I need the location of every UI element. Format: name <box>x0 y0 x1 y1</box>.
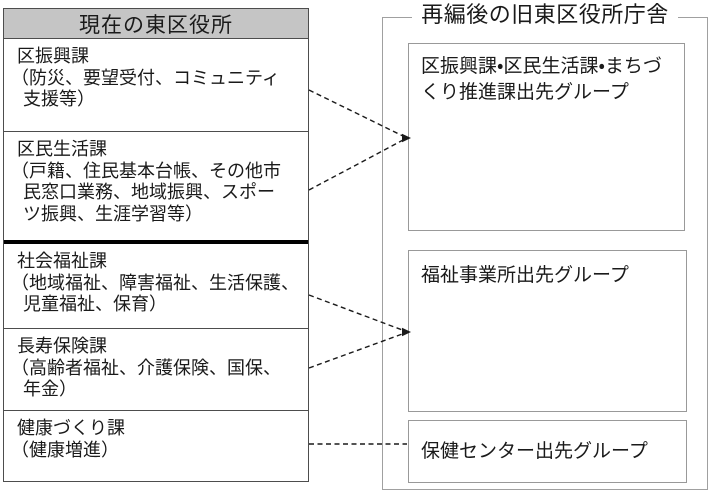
dept-detail-line: 民窓口業務、地域振興、スポー <box>23 182 275 202</box>
dept-row-chouju-hoken: 長寿保険課 （高齢者福祉、介護保険、国保、 年金） <box>4 329 308 411</box>
dept-row-kenkou-zukuri: 健康づくり課 （健康増進） <box>4 411 308 481</box>
dept-detail-line: （防災、要望受付、コミュニティ <box>11 67 280 88</box>
dept-detail-line: （高齢者福祉、介護保険、国保、 <box>11 357 281 378</box>
current-office-header: 現在の東区役所 <box>4 9 308 39</box>
dept-name: 区振興課 <box>17 46 89 66</box>
reorganized-building-title: 再編後の旧東区役所庁舎 <box>412 1 678 28</box>
dept-detail-line: 児童福祉、保育） <box>23 294 167 314</box>
dept-name: 長寿保険課 <box>17 336 107 356</box>
dept-name: 区民生活課 <box>17 139 107 159</box>
dept-detail-line: 支援等） <box>23 89 95 109</box>
group-box-hoken-center: 保健センター出先グループ <box>408 420 687 483</box>
dept-row-shakai-fukushi: 社会福祉課 （地域福祉、障害福祉、生活保護、 児童福祉、保育） <box>4 244 308 329</box>
group-label: 福祉事業所出先グループ <box>421 265 629 286</box>
reorganized-building-title-wrap: 再編後の旧東区役所庁舎 <box>382 1 708 28</box>
current-office-table: 現在の東区役所 区振興課 （防災、要望受付、コミュニティ 支援等） 区民生活課 … <box>3 8 309 482</box>
dept-detail-line: （戸籍、住民基本台帳、その他市 <box>11 160 281 181</box>
dept-row-kushinkou: 区振興課 （防災、要望受付、コミュニティ 支援等） <box>4 39 308 132</box>
dept-detail-line: （地域福祉、障害福祉、生活保護、 <box>11 272 299 293</box>
group-label: 保健センター出先グループ <box>421 440 648 462</box>
dept-name: 社会福祉課 <box>17 251 107 271</box>
dept-row-kumin-seikatsu: 区民生活課 （戸籍、住民基本台帳、その他市 民窓口業務、地域振興、スポー ツ振興… <box>4 132 308 244</box>
dept-detail-line: 年金） <box>23 379 77 399</box>
dept-name: 健康づくり課 <box>17 418 125 438</box>
group-label: 区振興課・区民生活課・まちづくり推進課出先グループ <box>421 56 662 103</box>
group-box-shinko-seikatsu-machizukuri: 区振興課・区民生活課・まちづくり推進課出先グループ <box>408 43 685 231</box>
group-box-fukushi-jigyosho: 福祉事業所出先グループ <box>408 250 687 412</box>
dept-detail-line: ツ振興、生涯学習等） <box>23 203 203 224</box>
dept-detail-line: （健康増進） <box>11 439 119 460</box>
